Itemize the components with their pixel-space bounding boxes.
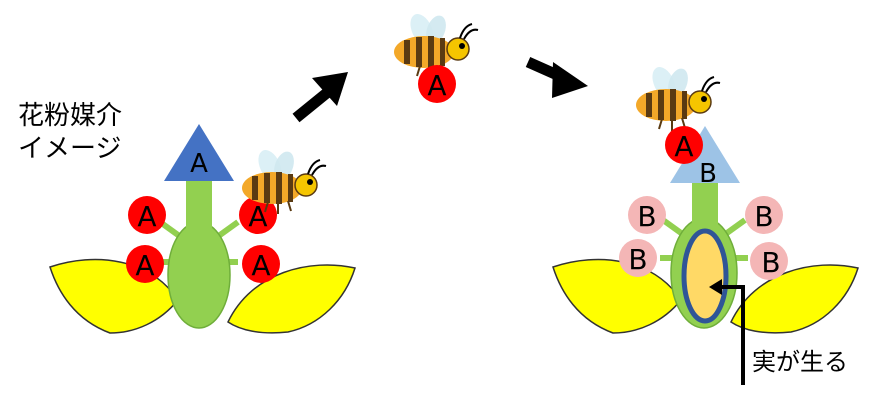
petal-left <box>552 258 682 334</box>
pistil-right <box>670 126 740 183</box>
stamen-label: B <box>761 246 780 279</box>
stamen-pollen-left <box>242 245 280 283</box>
stamen-label: A <box>251 249 270 282</box>
pistil-label-right: B <box>699 159 717 189</box>
stamen-label: A <box>135 249 154 282</box>
flower-right: B A B B B B 実が生る <box>552 62 859 385</box>
arrow-down-right-icon <box>525 56 588 98</box>
stamen-pollen-right <box>750 242 788 280</box>
stamen-pollen-left <box>128 196 166 234</box>
stamen-label: B <box>628 243 647 276</box>
stamen-pollen-right <box>745 196 783 234</box>
stamen-pollen-right <box>628 196 666 234</box>
bee-pollen <box>665 126 703 164</box>
stamen-pollen-left <box>126 245 164 283</box>
bee-icon <box>635 62 721 132</box>
style-left <box>186 170 212 240</box>
stamen-pollen-right <box>619 239 657 277</box>
bee-pollen-label: A <box>674 130 693 163</box>
arrow-up-right-icon <box>292 72 348 123</box>
pistil-label-left: A <box>190 149 208 179</box>
petal-right <box>730 264 859 334</box>
caption-line-1: 花粉媒介 <box>18 101 123 131</box>
carried-pollen-label: A <box>427 69 446 102</box>
stamen-label: B <box>637 200 656 233</box>
caption-line-2: イメージ <box>18 134 122 164</box>
carried-pollen <box>418 65 456 103</box>
pistil-left <box>164 124 234 181</box>
fruit-ovary <box>681 228 729 324</box>
stamen-label: B <box>754 200 773 233</box>
bee-flying: A <box>393 9 479 103</box>
fruit-label: 実が生る <box>752 348 848 376</box>
stamen-label: A <box>248 200 267 233</box>
caption: 花粉媒介 イメージ <box>18 100 122 166</box>
fruit-pointer-arrow-icon <box>709 279 745 385</box>
stamen-label: A <box>137 200 156 233</box>
flower-left: A A A A A <box>49 124 356 334</box>
